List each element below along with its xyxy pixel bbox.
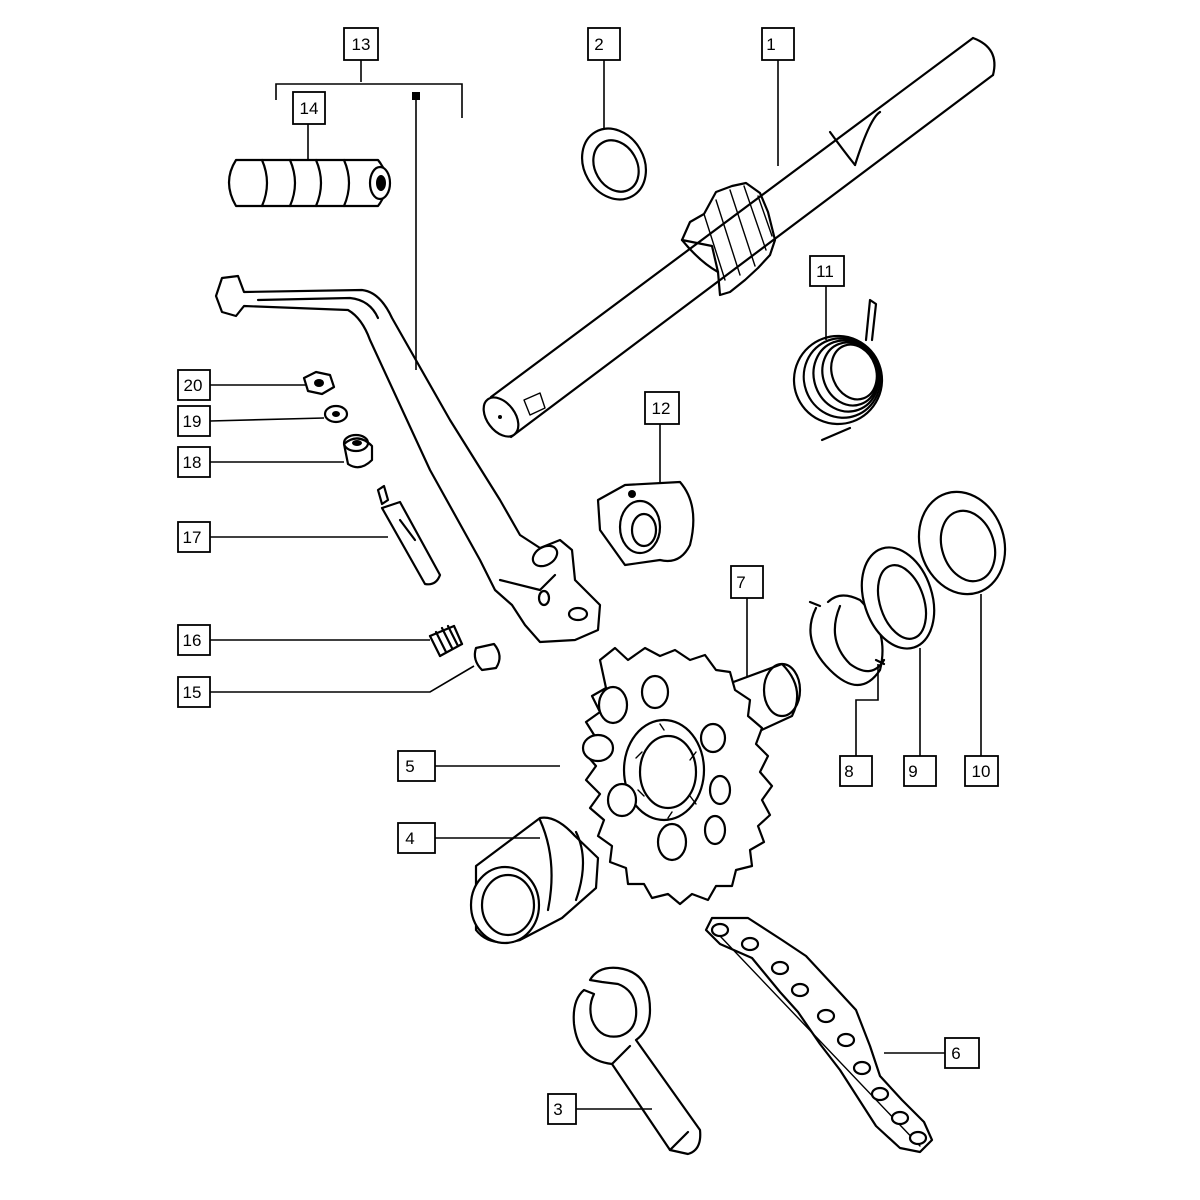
callout-19: 19 [177,405,211,437]
callout-11: 11 [809,255,845,287]
callout-17: 17 [177,521,211,553]
part-1-kickstart-shaft [482,36,996,439]
part-4-hub-bushing [469,816,600,945]
part-17-pivot-pin [376,484,442,586]
part-10-shim-washer [917,490,1007,596]
callout-10: 10 [964,755,999,787]
part-5-sprocket [581,646,774,906]
svg-text:18: 18 [183,453,202,472]
svg-text:5: 5 [405,757,414,776]
part-14-rubber-grip [227,158,392,208]
callout-14: 14 [292,91,326,125]
part-16-detent-spring [428,624,464,658]
part-3-spanner-tool [572,966,702,1156]
callout-12: 12 [644,391,680,425]
svg-text:15: 15 [183,683,202,702]
svg-text:7: 7 [736,573,745,592]
svg-text:14: 14 [300,99,319,118]
callout-20: 20 [177,369,211,401]
callout-18: 18 [177,446,211,478]
svg-text:16: 16 [183,631,202,650]
part-19-washer [323,404,349,424]
part-9-thrust-washer [860,546,936,650]
callout-15: 15 [177,676,211,708]
part-20-nut [302,370,336,396]
callout-1: 1 [761,27,795,61]
callout-6: 6 [944,1037,980,1069]
leader-lines [209,60,982,1110]
svg-text:2: 2 [594,35,603,54]
callout-16: 16 [177,624,211,656]
svg-text:13: 13 [352,35,371,54]
svg-text:19: 19 [183,412,202,431]
svg-text:8: 8 [844,762,853,781]
callout-9: 9 [903,755,937,787]
svg-text:11: 11 [816,262,834,281]
svg-text:9: 9 [908,762,917,781]
kick-lever [214,274,602,644]
part-12-ratchet [596,480,695,567]
part-18-bushing [342,433,374,469]
svg-text:4: 4 [405,829,414,848]
svg-text:3: 3 [553,1100,562,1119]
part-11-return-spring [792,298,884,442]
callout-4: 4 [397,822,436,854]
part-8-circlip [808,594,886,686]
svg-text:20: 20 [184,376,203,395]
svg-text:12: 12 [652,399,671,418]
svg-text:10: 10 [972,762,991,781]
callout-2: 2 [587,27,621,61]
svg-text:1: 1 [766,35,775,54]
callout-8: 8 [839,755,873,787]
svg-text:6: 6 [951,1044,960,1063]
part-15-detent-plunger [473,642,501,672]
svg-text:17: 17 [183,528,202,547]
callout-5: 5 [397,750,436,782]
part-2-ring [581,127,647,201]
callout-7: 7 [730,565,764,599]
callout-3: 3 [547,1093,577,1125]
callout-13: 13 [343,27,379,61]
part-6-chain [704,916,934,1154]
